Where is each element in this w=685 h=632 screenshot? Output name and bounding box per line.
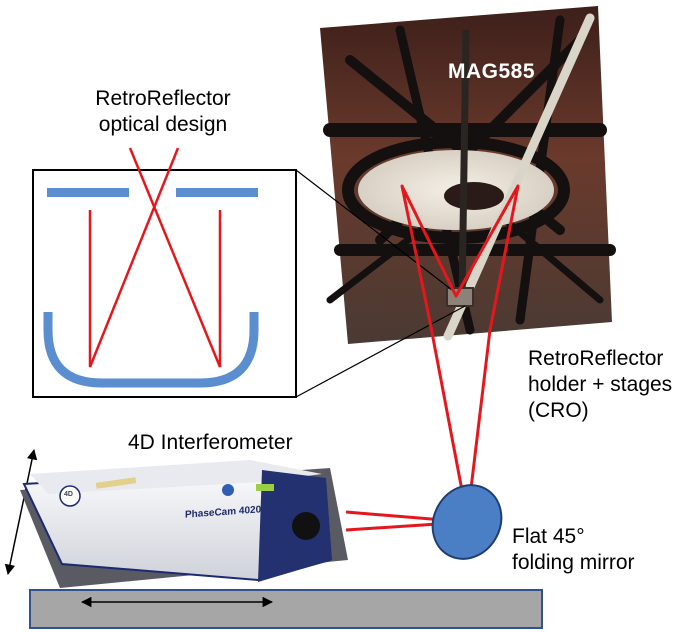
- interferometer-tag: [256, 484, 274, 491]
- interferometer-knob: [222, 484, 234, 496]
- flat-mirror-left: [47, 188, 129, 197]
- interferometer-lens: [292, 512, 320, 540]
- interferometer-label: 4D Interferometer: [128, 431, 293, 454]
- diagonal-strut: [443, 13, 595, 341]
- optical-bench: [29, 589, 543, 629]
- design-inset-frame: [32, 169, 297, 398]
- holder-label: RetroReflector holder + stages (CRO): [528, 347, 673, 422]
- telescope-beams: [400, 184, 520, 523]
- flat-mirror-right: [176, 188, 258, 197]
- interferometer-device: [20, 460, 348, 588]
- primary-mirror-ring: [342, 136, 570, 244]
- interferometer-cable: [95, 477, 137, 489]
- zoom-line-top: [295, 169, 453, 291]
- device-brand-label: 4D: [64, 491, 73, 498]
- interferometer-logo: [59, 485, 81, 507]
- folding-mirror: [431, 484, 503, 560]
- zoom-line-bottom: [295, 305, 466, 398]
- mirror-label: Flat 45° folding mirror: [512, 525, 635, 574]
- design-beams: [88, 147, 222, 368]
- vertical-strut: [458, 29, 470, 301]
- design-label: RetroReflector optical design: [95, 87, 231, 136]
- concave-mirror: [43, 312, 259, 388]
- central-obstruction: [444, 182, 504, 210]
- design-optics: [43, 188, 259, 388]
- telescope-photo: [320, 6, 616, 344]
- telescope-label: MAG585: [448, 60, 536, 83]
- translation-arrow-diagonal: [4, 448, 38, 576]
